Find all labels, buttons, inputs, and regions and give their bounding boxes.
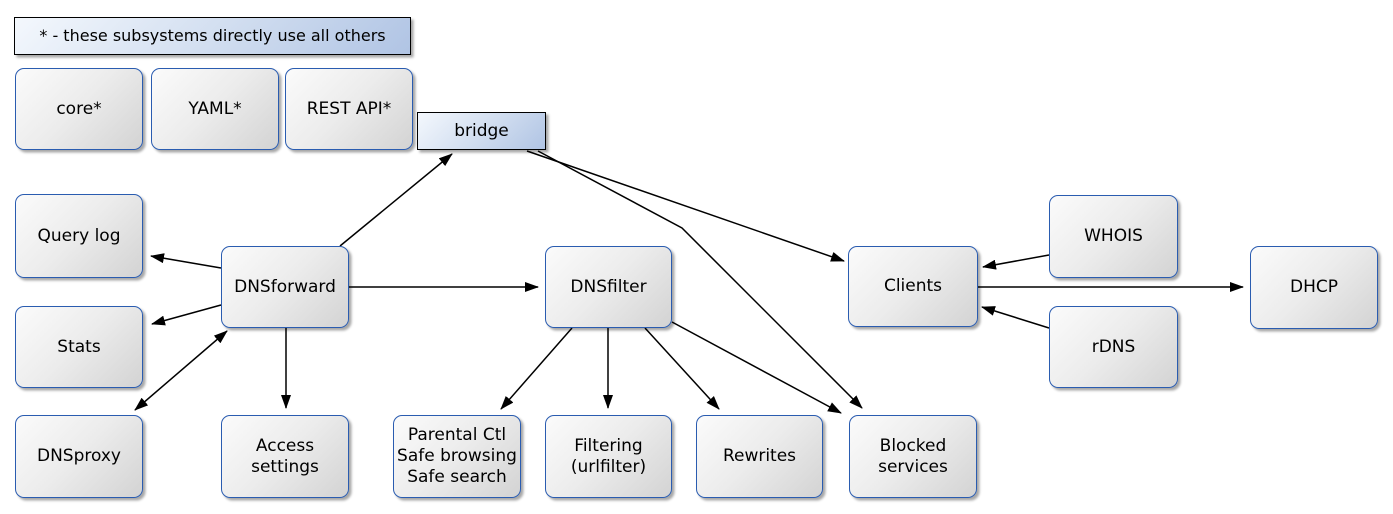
edge-whois-clients xyxy=(982,254,1050,270)
node-label: Parental Ctl Safe browsing Safe search xyxy=(397,425,517,487)
node-blocked-services: Blocked services xyxy=(849,415,977,498)
node-parental-ctl: Parental Ctl Safe browsing Safe search xyxy=(393,415,521,498)
node-rest-api: REST API* xyxy=(285,68,413,150)
node-label: Blocked services xyxy=(878,435,948,477)
edge-dnsfilter-rewrites xyxy=(644,327,720,410)
edges-group xyxy=(134,150,1244,414)
node-dhcp: DHCP xyxy=(1250,246,1378,329)
node-label: Query log xyxy=(37,225,121,246)
node-label: bridge xyxy=(454,120,509,141)
node-label: Clients xyxy=(883,276,943,297)
node-whois: WHOIS xyxy=(1049,195,1178,278)
node-label: YAML* xyxy=(188,98,242,119)
node-label: DNSforward xyxy=(234,276,336,297)
node-yaml: YAML* xyxy=(151,68,279,150)
edge-dnsforward-stats xyxy=(151,304,222,326)
edge-dnsforward-query-log xyxy=(150,253,222,269)
node-rdns: rDNS xyxy=(1049,306,1178,388)
node-dnsforward: DNSforward xyxy=(221,246,349,328)
node-label: DHCP xyxy=(1290,277,1338,298)
node-legend: * - these subsystems directly use all ot… xyxy=(14,17,411,55)
edge-bridge-clients xyxy=(526,150,845,262)
node-clients: Clients xyxy=(848,246,978,327)
node-label: DNSfilter xyxy=(570,276,647,297)
node-label: DNSproxy xyxy=(36,446,121,467)
edge-dnsproxy-dnsforward xyxy=(134,330,228,411)
node-stats: Stats xyxy=(15,306,143,388)
node-access-settings: Access settings xyxy=(221,415,349,498)
edge-dnsfilter-blocked-services xyxy=(671,321,842,414)
node-label: rDNS xyxy=(1091,336,1136,357)
node-core: core* xyxy=(15,68,143,150)
node-label: WHOIS xyxy=(1084,226,1143,247)
node-label: Rewrites xyxy=(722,446,797,467)
node-label: REST API* xyxy=(306,98,392,119)
node-label: Filtering (urlfilter) xyxy=(570,435,647,477)
node-dnsproxy: DNSproxy xyxy=(15,415,143,498)
edge-bridge-blocked-services xyxy=(537,150,863,409)
node-query-log: Query log xyxy=(15,194,143,278)
node-label: core* xyxy=(56,98,102,119)
node-dnsfilter: DNSfilter xyxy=(545,246,672,328)
node-label: Stats xyxy=(57,336,101,357)
edge-rdns-clients xyxy=(981,306,1050,329)
node-label: Access settings xyxy=(251,435,319,477)
node-rewrites: Rewrites xyxy=(696,415,823,498)
edge-dnsfilter-parental-ctl xyxy=(500,327,573,410)
node-filtering: Filtering (urlfilter) xyxy=(545,415,672,498)
node-label: * - these subsystems directly use all ot… xyxy=(39,26,386,46)
node-bridge: bridge xyxy=(417,112,546,150)
edge-dnsforward-bridge xyxy=(339,153,453,247)
